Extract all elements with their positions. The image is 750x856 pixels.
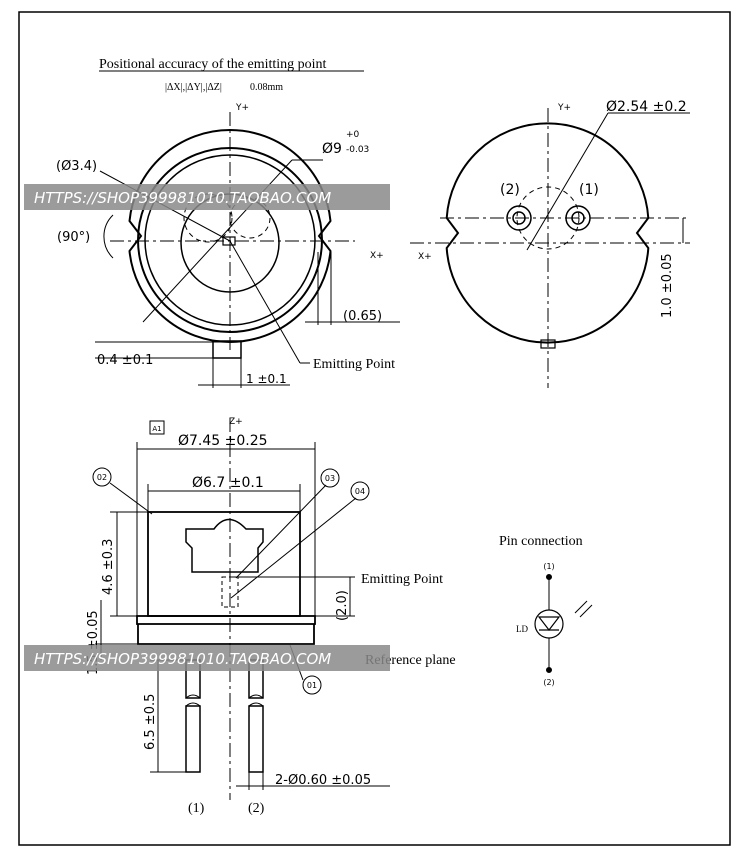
side-46-label: 4.6 ±0.3: [101, 539, 116, 595]
side-lead2-label: (2): [248, 801, 265, 816]
side-lead2-break-top: [248, 694, 264, 699]
side-67-label: Ø6.7 ±0.1: [192, 475, 264, 491]
side-20-label: (2.0): [335, 590, 350, 621]
front-y-axis-label: Y+: [235, 103, 249, 113]
front-ep-leader: [229, 240, 301, 364]
front-dia9-tol-top: +0: [346, 130, 360, 140]
watermark-bottom-band: [24, 645, 390, 671]
side-flange: [136, 615, 316, 625]
watermark-bottom: HTTPS://SHOP399981010.TAOBAO.COM: [24, 645, 390, 671]
side-callout-01-label: 01: [307, 681, 317, 690]
back-outer-body: [445, 122, 650, 344]
pin-connection-pin2: (2): [543, 678, 554, 687]
back-x-axis-label: X+: [418, 252, 432, 262]
side-z-axis-label: Z+: [229, 417, 243, 427]
front-x-axis-label: X+: [370, 251, 384, 261]
front-1mm-label: 1 ±0.1: [246, 372, 287, 386]
back-dia254-leader: [526, 112, 609, 251]
pin-connection-pin1: (1): [543, 562, 554, 571]
pin2-node: [546, 667, 552, 673]
front-04-label: 0.4 ±0.1: [97, 353, 153, 368]
back-y-axis-label: Y+: [557, 103, 571, 113]
side-emitting-point-label: Emitting Point: [361, 572, 443, 587]
side-65-label: 6.5 ±0.5: [143, 694, 158, 750]
side-lead1-label: (1): [188, 801, 205, 816]
front-bottom-tab: [212, 340, 242, 359]
side-callout-01: [302, 675, 322, 695]
pin-connection-schematic: [534, 574, 593, 673]
side-03-leader: [235, 484, 327, 579]
front-dia9-tol-bottom: -0.03: [346, 145, 369, 155]
front-dia9-label: Ø9: [322, 141, 342, 157]
back-view: [410, 108, 690, 388]
front-angle-arc: [103, 214, 114, 259]
side-callout-03: [320, 468, 340, 488]
side-lead1-break-top: [185, 694, 201, 699]
tolerance-text: |ΔX|,|ΔY|,|ΔZ|: [165, 82, 222, 93]
side-lead2-break-bottom: [248, 702, 264, 707]
back-bottom-tab: [540, 339, 556, 349]
side-lead1-break-bottom: [185, 702, 201, 707]
tolerance-value: 0.08mm: [250, 82, 283, 93]
page-border: [18, 11, 731, 846]
watermark-top-band: [24, 184, 390, 210]
top-title: Positional accuracy of the emitting poin…: [99, 57, 327, 72]
front-065-label: (0.65): [343, 309, 382, 324]
side-04-leader: [230, 497, 357, 599]
side-header: [137, 624, 315, 645]
pin-connection-ld-label: LD: [516, 624, 528, 634]
back-pin2-outer: [506, 205, 532, 231]
front-emitting-point-label: Emitting Point: [313, 357, 395, 372]
watermark-top: HTTPS://SHOP399981010.TAOBAO.COM: [24, 184, 390, 210]
side-view: [92, 418, 390, 800]
side-lead2-lower: [248, 705, 264, 773]
watermark-bottom-text: HTTPS://SHOP399981010.TAOBAO.COM: [34, 650, 331, 668]
side-callout-04: [350, 481, 370, 501]
back-10-label: 1.0 ±0.05: [660, 253, 675, 318]
back-pin1-label: (1): [579, 182, 599, 198]
side-callout-03-label: 03: [325, 474, 335, 483]
emission-arrow-2: [579, 604, 593, 618]
back-pin2-label: (2): [500, 182, 520, 198]
ld-diode-triangle: [537, 616, 561, 631]
side-callout-02: [92, 467, 112, 487]
watermark-top-text: HTTPS://SHOP399981010.TAOBAO.COM: [34, 189, 331, 207]
emission-arrow-1: [574, 600, 588, 614]
side-02-leader: [109, 482, 153, 515]
side-a1-label: A1: [152, 425, 161, 433]
front-outer-body: [128, 129, 332, 343]
side-pin-dia-label: 2-Ø0.60 ±0.05: [275, 773, 371, 788]
back-dia254-label: Ø2.54 ±0.2: [606, 99, 687, 115]
side-a1-box: [149, 420, 165, 435]
front-angle-label: (90°): [57, 230, 90, 245]
side-lead1-lower: [185, 705, 201, 773]
front-dia34-label: (Ø3.4): [56, 159, 97, 174]
side-window: [185, 518, 264, 573]
pin-connection-title: Pin connection: [499, 534, 583, 549]
side-745-label: Ø7.45 ±0.25: [178, 433, 268, 449]
side-callout-02-label: 02: [97, 473, 107, 482]
side-callout-04-label: 04: [355, 487, 365, 496]
